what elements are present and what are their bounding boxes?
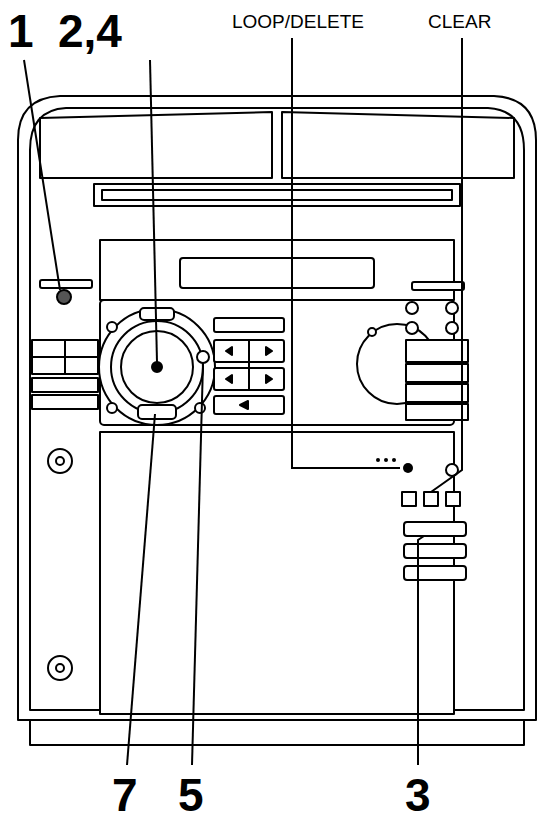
divider	[248, 340, 250, 390]
dot	[384, 458, 388, 462]
lid-left	[40, 112, 272, 178]
button	[214, 318, 284, 332]
leader-line	[150, 60, 157, 362]
lower-door	[100, 432, 454, 714]
jack	[48, 449, 72, 473]
button-7	[138, 405, 176, 419]
leader-line	[292, 38, 400, 468]
button-symbol	[226, 347, 272, 409]
dot	[376, 458, 380, 462]
callout-label: 3	[405, 772, 431, 818]
button	[402, 492, 416, 506]
button-clear	[424, 492, 438, 506]
button	[406, 322, 418, 334]
small-button	[107, 403, 117, 413]
display	[180, 258, 374, 288]
button-group	[32, 340, 98, 374]
button	[404, 566, 466, 580]
disc-slot-inner	[102, 190, 452, 200]
button	[406, 384, 468, 402]
housing	[18, 96, 536, 720]
callout-label: 5	[178, 772, 204, 818]
jog-dot	[152, 362, 162, 372]
leader-line	[192, 364, 203, 765]
jack-center	[56, 664, 64, 672]
indicator	[368, 328, 376, 336]
button	[32, 395, 98, 409]
button	[412, 282, 464, 290]
button-1	[57, 290, 71, 304]
button	[406, 404, 468, 420]
button	[406, 340, 468, 362]
divider	[32, 356, 98, 358]
button	[406, 364, 468, 382]
display-window	[100, 240, 454, 300]
disc-slot	[94, 184, 460, 206]
callout-label: CLEAR	[428, 12, 491, 31]
callout-label: 7	[112, 772, 138, 818]
leader-line	[127, 414, 155, 765]
small-button	[107, 322, 117, 332]
button	[404, 544, 466, 558]
dot	[392, 458, 396, 462]
leader-line	[24, 60, 60, 290]
callout-label: 1	[8, 8, 34, 54]
jack	[48, 656, 72, 680]
leader-line	[418, 536, 424, 765]
lid-right	[282, 112, 514, 178]
small-button	[195, 403, 205, 413]
jack-center	[56, 457, 64, 465]
callout-label: LOOP/DELETE	[232, 12, 364, 31]
button	[446, 322, 458, 334]
leader-line	[431, 38, 462, 492]
button	[406, 302, 418, 314]
button	[446, 492, 460, 506]
control-panel	[100, 300, 454, 425]
button	[40, 280, 92, 288]
button	[32, 378, 98, 392]
button-top	[140, 308, 174, 320]
button-3	[404, 522, 466, 536]
button	[446, 302, 458, 314]
callout-label: 2,4	[58, 8, 122, 54]
button-5	[197, 351, 209, 363]
button-loop-delete	[403, 463, 413, 473]
